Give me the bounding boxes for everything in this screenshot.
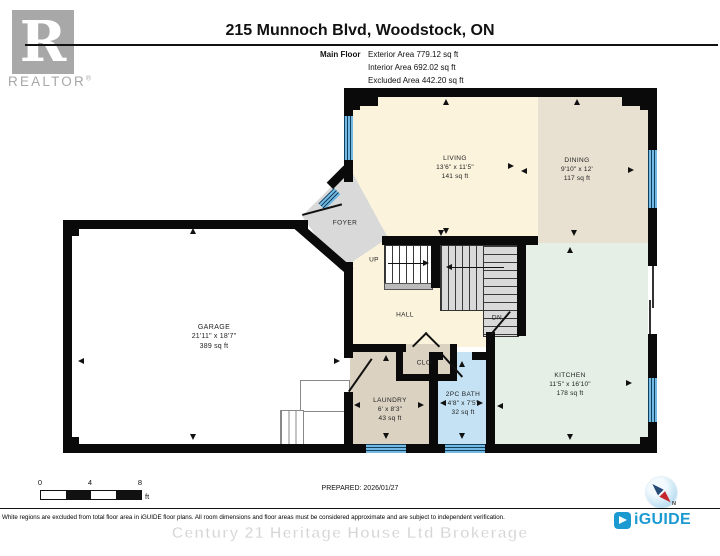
scale-tick-4: 4 xyxy=(87,478,93,487)
dim-arrow xyxy=(438,230,444,236)
window xyxy=(366,444,406,453)
stairs-up-label: UP xyxy=(369,256,379,264)
wall-notch xyxy=(352,96,378,106)
dim-arrow xyxy=(497,403,503,409)
dim-arrow xyxy=(459,361,465,367)
page-title: 215 Munnoch Blvd, Woodstock, ON xyxy=(225,22,495,39)
patio-door-panel xyxy=(649,300,651,334)
dim-arrow xyxy=(383,433,389,439)
wall-segment xyxy=(486,332,495,446)
window xyxy=(648,150,657,208)
iguide-logo: iGUIDE xyxy=(614,511,691,529)
dim-arrow xyxy=(521,168,527,174)
wall-segment xyxy=(63,220,308,229)
dim-arrow xyxy=(567,247,573,253)
garage-landing xyxy=(300,380,350,412)
scale-bar xyxy=(40,490,142,500)
dim-arrow xyxy=(628,167,634,173)
garage-steps xyxy=(280,410,304,448)
iguide-wordmark: iGUIDE xyxy=(634,511,691,528)
wall-segment xyxy=(63,444,657,453)
patio-door-panel xyxy=(652,266,654,308)
stairs-up-arrow-icon xyxy=(423,260,429,266)
window xyxy=(344,116,353,160)
stairs-up-edge xyxy=(384,283,433,290)
dim-arrow xyxy=(190,434,196,440)
window xyxy=(648,378,657,422)
dim-arrow xyxy=(418,402,424,408)
header-rule xyxy=(25,44,718,46)
window xyxy=(445,444,485,453)
scale-tick-8: 8 xyxy=(137,478,143,487)
wall-segment xyxy=(396,344,403,380)
dim-arrow xyxy=(383,355,389,361)
dim-arrow xyxy=(477,400,483,406)
stairs-up-arrow-line xyxy=(388,263,424,265)
exterior-area: Exterior Area 779.12 sq ft xyxy=(368,50,459,59)
brokerage-watermark: Century 21 Heritage House Ltd Brokerage xyxy=(171,525,529,543)
realtor-wordmark: REALTOR® xyxy=(8,74,92,89)
iguide-icon xyxy=(614,511,631,529)
dim-arrow xyxy=(574,99,580,105)
wall-segment xyxy=(429,352,438,446)
wall-segment xyxy=(396,374,457,381)
realtor-r-glyph: R xyxy=(19,9,67,75)
wall-corner xyxy=(63,220,79,236)
living-room-area xyxy=(350,95,538,237)
registered-mark: ® xyxy=(85,75,92,83)
wall-corner xyxy=(63,437,79,453)
wall-segment xyxy=(517,240,526,336)
room-label-closet: CLO xyxy=(416,359,432,367)
wall-segment xyxy=(472,352,495,360)
wall-corner xyxy=(640,437,656,453)
dim-arrow xyxy=(626,380,632,386)
wall-segment xyxy=(429,352,443,360)
excluded-area: Excluded Area 442.20 sq ft xyxy=(368,76,464,85)
stairs-down-block xyxy=(440,245,488,311)
dim-arrow xyxy=(508,163,514,169)
room-label-hall: HALL xyxy=(396,311,414,319)
wall-segment xyxy=(344,392,353,446)
scale-tick-0: 0 xyxy=(37,478,43,487)
scale-unit: ft xyxy=(145,492,150,501)
prepared-date: PREPARED: 2026/01/27 xyxy=(321,485,399,492)
dim-arrow xyxy=(459,433,465,439)
stairs-up-block xyxy=(384,245,433,287)
dim-arrow xyxy=(571,230,577,236)
stairs-down-arrow-icon xyxy=(446,264,452,270)
dim-arrow xyxy=(567,434,573,440)
closet-area xyxy=(398,344,455,377)
realtor-logo: R xyxy=(12,10,74,74)
wall-notch xyxy=(622,96,648,106)
compass-icon xyxy=(646,477,677,508)
north-label: N xyxy=(672,501,676,507)
wall-segment xyxy=(63,220,72,453)
dim-arrow xyxy=(440,400,446,406)
stairs-down-label: DN xyxy=(491,314,503,322)
wall-segment xyxy=(450,344,457,380)
floor-name: Main Floor xyxy=(320,50,361,59)
wall-segment xyxy=(382,236,538,245)
disclaimer-text: White regions are excluded from total fl… xyxy=(2,514,505,521)
interior-area: Interior Area 692.02 sq ft xyxy=(368,63,456,72)
dim-arrow xyxy=(190,228,196,234)
dim-arrow xyxy=(354,402,360,408)
stairs-down-arrow-line xyxy=(452,267,504,269)
dim-arrow xyxy=(443,99,449,105)
dim-arrow xyxy=(78,358,84,364)
footer-rule xyxy=(0,508,720,510)
wall-segment xyxy=(344,344,406,352)
wall-segment xyxy=(344,88,656,97)
room-label-foyer: FOYER xyxy=(332,219,358,227)
wall-segment xyxy=(431,240,440,288)
wall-segment xyxy=(344,262,353,358)
dim-arrow xyxy=(443,228,449,234)
dim-arrow xyxy=(334,358,340,364)
